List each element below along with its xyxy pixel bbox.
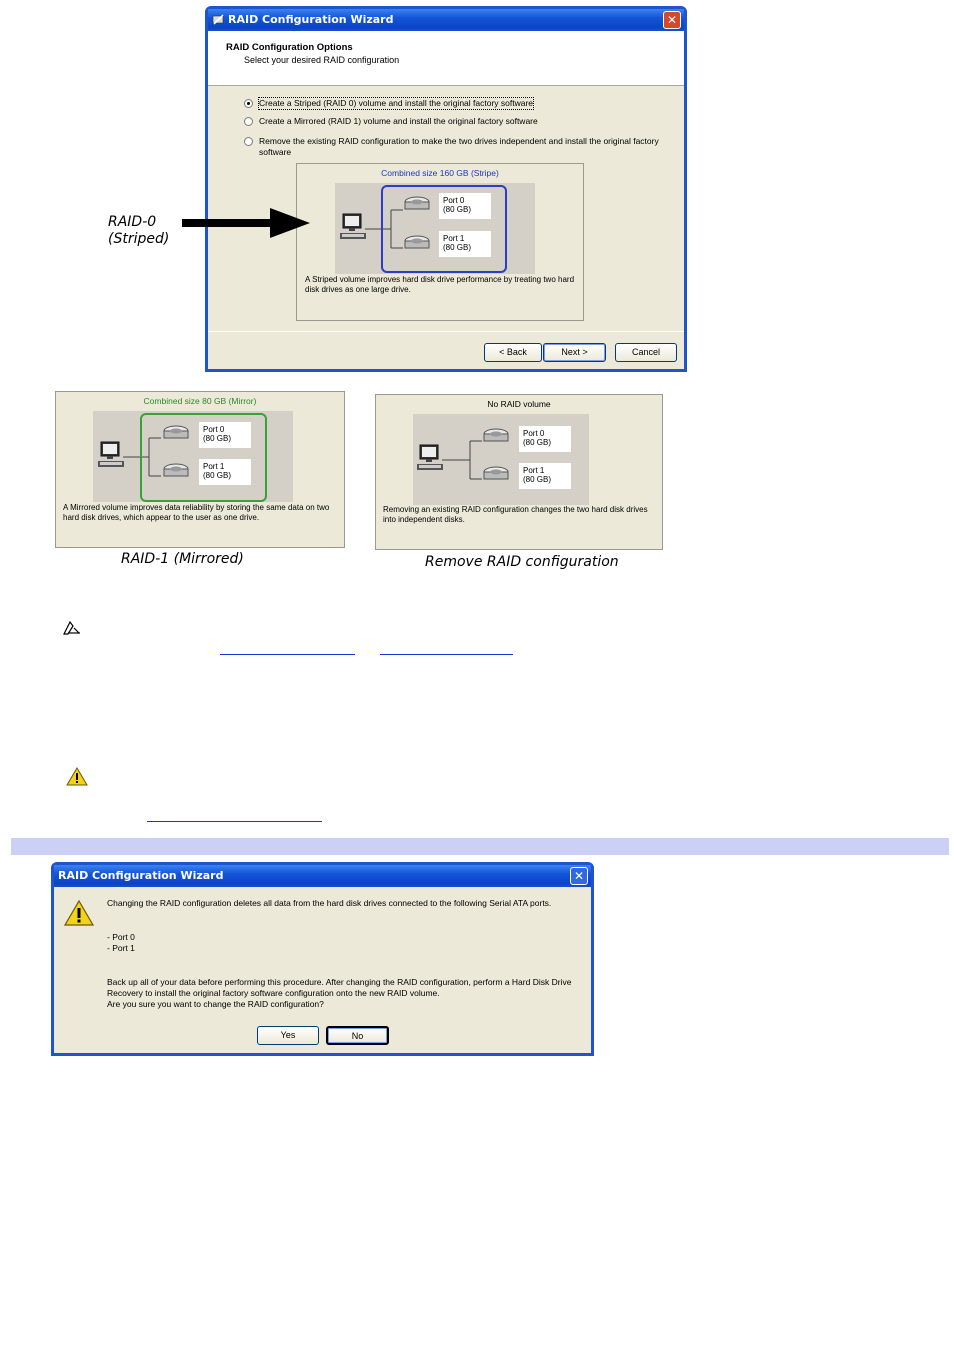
radio-mirrored[interactable] [244, 117, 253, 126]
mirror-panel: Combined size 80 GB (Mirror) Port 0(80 G… [55, 391, 345, 548]
dialog-port0: - Port 0 [107, 932, 135, 942]
port1-size: (80 GB) [443, 243, 472, 252]
hard-drive-icon [404, 235, 430, 249]
connector-lines [123, 437, 161, 477]
computer-icon [98, 441, 124, 467]
connector-lines [442, 440, 482, 480]
noraid-panel: No RAID volume Port 0(80 GB) Port 1(80 G… [375, 394, 663, 550]
remove-raid-caption: Remove RAID configuration [425, 554, 619, 570]
computer-icon [417, 444, 443, 470]
arrow-right-icon [182, 208, 310, 238]
close-icon[interactable]: ✕ [570, 867, 588, 885]
wizard-title: RAID Configuration Wizard [228, 13, 394, 26]
port1-box: Port 1(80 GB) [439, 231, 491, 257]
hard-drive-icon [483, 428, 509, 442]
option-striped[interactable]: Create a Striped (RAID 0) volume and ins… [244, 97, 535, 110]
dialog-port1: - Port 1 [107, 943, 135, 953]
link-underline-3[interactable] [147, 821, 322, 822]
wizard-title-bar[interactable]: RAID Configuration Wizard ✕ [208, 9, 684, 31]
mirror-description: A Mirrored volume improves data reliabil… [63, 503, 330, 522]
no-button[interactable]: No [326, 1026, 389, 1045]
option-mirrored[interactable]: Create a Mirrored (RAID 1) volume and in… [244, 116, 669, 127]
port0-box: Port 0(80 GB) [439, 193, 491, 219]
link-underline-2[interactable] [380, 654, 513, 655]
hard-drive-icon [483, 466, 509, 480]
option-remove[interactable]: Remove the existing RAID configuration t… [244, 136, 659, 158]
port1-label: Port 1 [443, 234, 465, 243]
port0-label: Port 0 [203, 425, 225, 434]
section-bar [11, 838, 949, 855]
mirror-caption: Combined size 80 GB (Mirror) [143, 396, 257, 406]
wizard-app-icon [212, 14, 224, 25]
raid0-label: RAID-0 (Striped) [108, 214, 169, 248]
option-mirrored-label: Create a Mirrored (RAID 1) volume and in… [259, 116, 538, 126]
wizard-header: RAID Configuration Options Select your d… [208, 31, 684, 86]
back-button[interactable]: < Back [484, 343, 542, 362]
port0-box: Port 0(80 GB) [519, 426, 571, 452]
wizard-header-subtitle: Select your desired RAID configuration [244, 55, 400, 65]
port1-label: Port 1 [523, 466, 545, 475]
noraid-description: Removing an existing RAID configuration … [383, 505, 648, 524]
link-underline-1[interactable] [220, 654, 355, 655]
raid-wizard-window: RAID Configuration Wizard ✕ RAID Configu… [205, 6, 687, 372]
port1-size: (80 GB) [203, 471, 232, 480]
next-button[interactable]: Next > [543, 343, 606, 362]
wizard-divider [208, 331, 684, 332]
dialog-title: RAID Configuration Wizard [58, 869, 224, 882]
option-striped-label: Create a Striped (RAID 0) volume and ins… [257, 97, 535, 110]
note-icon [63, 620, 80, 635]
port1-size: (80 GB) [523, 475, 552, 484]
yes-button[interactable]: Yes [257, 1026, 319, 1045]
port0-size: (80 GB) [523, 438, 552, 447]
hard-drive-icon [163, 463, 189, 477]
wizard-header-title: RAID Configuration Options [226, 42, 353, 53]
stripe-panel-caption: Combined size 160 GB (Stripe) [381, 168, 499, 178]
radio-remove[interactable] [244, 137, 253, 146]
stripe-description: A Striped volume improves hard disk driv… [305, 275, 575, 294]
port0-label: Port 0 [523, 429, 545, 438]
hard-drive-icon [404, 196, 430, 210]
option-remove-label: Remove the existing RAID configuration t… [259, 136, 659, 157]
port0-label: Port 0 [443, 196, 465, 205]
port0-size: (80 GB) [443, 205, 472, 214]
dialog-message-3: Are you sure you want to change the RAID… [107, 999, 324, 1009]
noraid-caption: No RAID volume [487, 399, 551, 409]
port0-box: Port 0(80 GB) [199, 422, 251, 448]
dialog-title-bar[interactable]: RAID Configuration Wizard ✕ [54, 865, 591, 887]
port1-label: Port 1 [203, 462, 225, 471]
connector-lines [365, 209, 403, 249]
confirm-dialog: RAID Configuration Wizard ✕ Changing the… [51, 862, 594, 1056]
stripe-panel: Combined size 160 GB (Stripe) Port 0(80 … [296, 163, 584, 321]
dialog-message-1: Changing the RAID configuration deletes … [107, 898, 552, 908]
computer-icon [340, 213, 366, 239]
warning-icon [66, 767, 88, 786]
hard-drive-icon [163, 425, 189, 439]
cancel-button[interactable]: Cancel [615, 343, 677, 362]
mirror-highlight-box [140, 413, 267, 502]
radio-striped[interactable] [244, 99, 253, 108]
raid0-label-line2: (Striped) [108, 231, 170, 247]
port1-box: Port 1(80 GB) [519, 463, 571, 489]
raid0-label-line1: RAID-0 [108, 214, 157, 230]
warning-icon [64, 899, 94, 926]
raid1-caption: RAID-1 (Mirrored) [121, 551, 244, 567]
port1-box: Port 1(80 GB) [199, 459, 251, 485]
port0-size: (80 GB) [203, 434, 232, 443]
dialog-message-2: Back up all of your data before performi… [107, 977, 572, 998]
close-icon[interactable]: ✕ [663, 11, 681, 29]
stripe-highlight-box [381, 185, 507, 273]
